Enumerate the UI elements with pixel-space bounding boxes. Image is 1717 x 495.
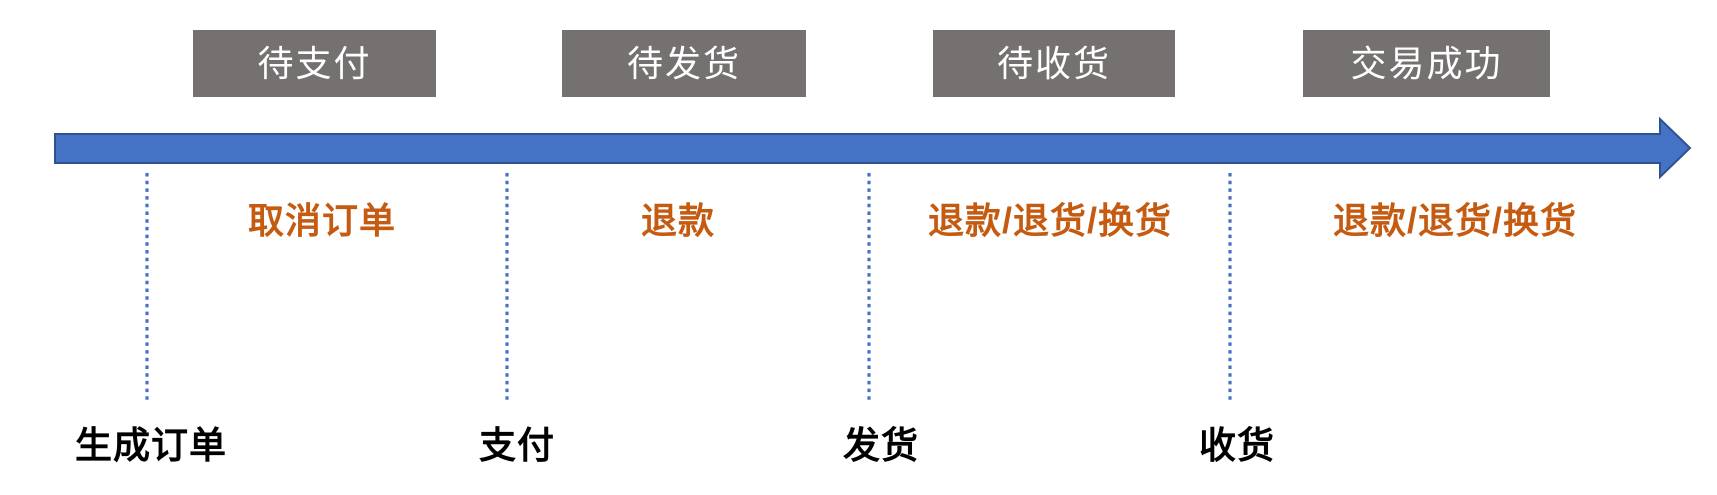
event-order-created: 生成订单	[75, 425, 227, 466]
action-refund-return-exchange-1: 退款/退货/换货	[927, 200, 1173, 241]
event-shipment: 发货	[843, 425, 919, 466]
status-box-pending-payment: 待支付	[193, 30, 436, 97]
event-payment: 支付	[479, 425, 555, 466]
event-receipt: 收货	[1199, 425, 1275, 466]
action-cancel-order: 取消订单	[247, 200, 397, 241]
status-box-transaction-success: 交易成功	[1303, 30, 1550, 97]
action-refund-return-exchange-2: 退款/退货/换货	[1332, 200, 1578, 241]
status-box-pending-shipment: 待发货	[562, 30, 806, 97]
status-box-pending-receipt: 待收货	[933, 30, 1175, 97]
timeline-arrow	[54, 116, 1692, 180]
action-refund: 退款	[640, 200, 716, 241]
